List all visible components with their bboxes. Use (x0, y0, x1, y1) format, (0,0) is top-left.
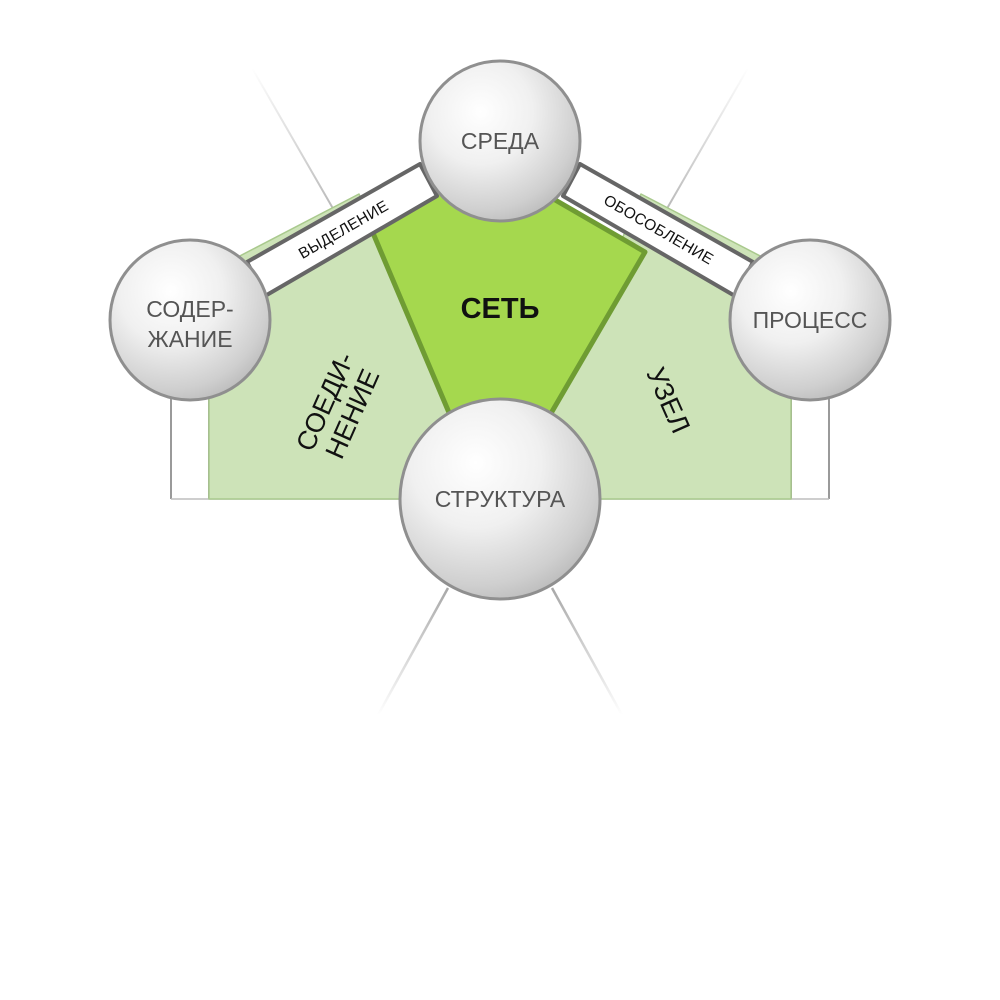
guide-line-lower-left (376, 587, 450, 716)
node-top: СРЕДА (418, 59, 582, 223)
node-left: СОДЕР- ЖАНИЕ (108, 238, 272, 402)
guide-line-lower-right (550, 587, 624, 716)
guide-line-upper-left (251, 67, 336, 213)
node-right: ПРОЦЕСС (728, 238, 892, 402)
node-bottom-label: СТРУКТУРА (435, 486, 566, 512)
node-left-label-line2: ЖАНИЕ (147, 326, 232, 352)
node-top-label: СРЕДА (461, 128, 540, 154)
guide-line-upper-right (664, 67, 749, 213)
node-right-label: ПРОЦЕСС (753, 307, 868, 333)
node-left-label-line1: СОДЕР- (146, 296, 233, 322)
node-bottom: СТРУКТУРА (398, 397, 602, 601)
region-center-label: СЕТЬ (461, 293, 540, 325)
